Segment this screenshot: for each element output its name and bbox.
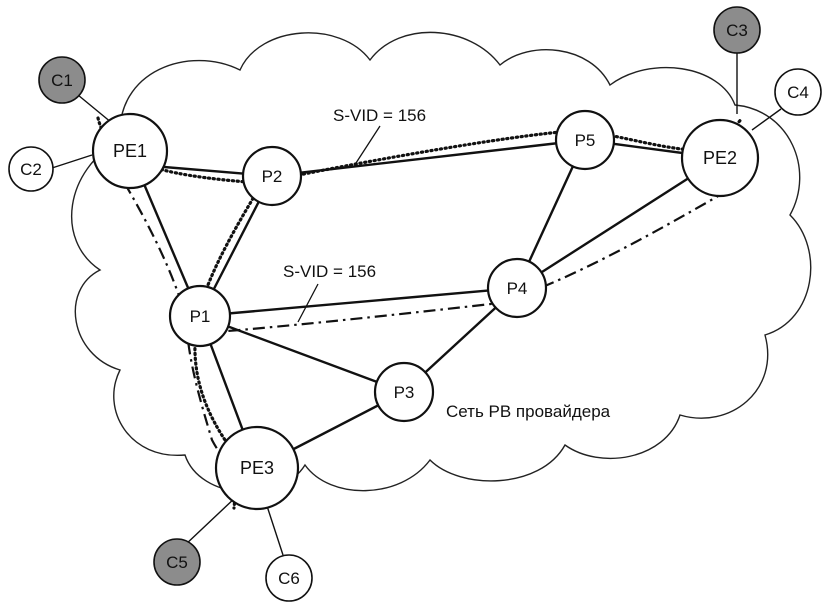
router-p3-circle [373, 361, 435, 423]
customer-c6[interactable]: C6 [265, 554, 313, 602]
customer-c2[interactable]: C2 [8, 146, 54, 192]
customer-c1-label: C1 [51, 71, 73, 90]
router-p1-label: P1 [190, 307, 211, 326]
customer-c2-label: C2 [20, 160, 42, 179]
link-c2-pe1 [51, 154, 93, 169]
svid-mid-annotation: S-VID = 156 [283, 262, 376, 281]
svid-top-annotation: S-VID = 156 [333, 106, 426, 125]
router-pe3-label: PE3 [240, 458, 274, 478]
router-p2-label: P2 [262, 167, 283, 186]
customer-c3-circle [713, 6, 761, 54]
customer-c5[interactable]: C5 [153, 538, 201, 586]
router-pe1-circle [91, 112, 169, 190]
router-p3-label: P3 [394, 383, 415, 402]
link-c1-pe1 [77, 94, 113, 124]
customer-c2-circle [8, 146, 54, 192]
link-c6-pe3 [266, 505, 284, 556]
router-pe1-label: PE1 [113, 141, 147, 161]
router-p5-label: P5 [575, 131, 596, 150]
router-p4-circle [486, 257, 548, 319]
customer-c5-label: C5 [166, 553, 188, 572]
link-p1-p4 [199, 286, 518, 318]
link-c4-pe2 [751, 108, 782, 131]
customer-c1-circle [38, 56, 86, 104]
customer-c4-circle [774, 68, 822, 116]
router-pe2-circle [680, 118, 760, 198]
customer-c4-label: C4 [787, 83, 809, 102]
router-pe3[interactable]: PE3 [214, 425, 300, 511]
link-c5-pe3 [183, 495, 238, 547]
customer-c3[interactable]: C3 [713, 6, 761, 54]
router-pe3-circle [214, 425, 300, 511]
customer-c1[interactable]: C1 [38, 56, 86, 104]
router-pe1[interactable]: PE1 [91, 112, 169, 190]
router-p4-label: P4 [507, 279, 528, 298]
router-p2-circle [241, 145, 303, 207]
network-label: Сеть PB провайдера [446, 402, 611, 421]
provider-network-cloud [70, 31, 812, 493]
svid-tunnel-dashdot-branch [184, 317, 276, 506]
router-p4[interactable]: P4 [486, 257, 548, 319]
router-p3[interactable]: P3 [373, 361, 435, 423]
customer-c5-circle [153, 538, 201, 586]
router-pe2-label: PE2 [703, 148, 737, 168]
link-p4-pe2 [516, 156, 721, 290]
router-p5[interactable]: P5 [554, 109, 616, 171]
link-p1-p3 [199, 314, 405, 394]
svid-mid-leader [297, 283, 319, 323]
customer-c6-label: C6 [278, 569, 300, 588]
router-p1-circle [168, 284, 232, 348]
svid-top-leader [355, 125, 381, 164]
router-pe2[interactable]: PE2 [680, 118, 760, 198]
customer-c6-circle [265, 554, 313, 602]
router-p1[interactable]: P1 [168, 284, 232, 348]
router-p2[interactable]: P2 [241, 145, 303, 207]
customer-c4[interactable]: C4 [774, 68, 822, 116]
svid-tunnel-dashdot-path [111, 147, 748, 333]
customer-c3-label: C3 [726, 21, 748, 40]
router-p5-circle [554, 109, 616, 171]
